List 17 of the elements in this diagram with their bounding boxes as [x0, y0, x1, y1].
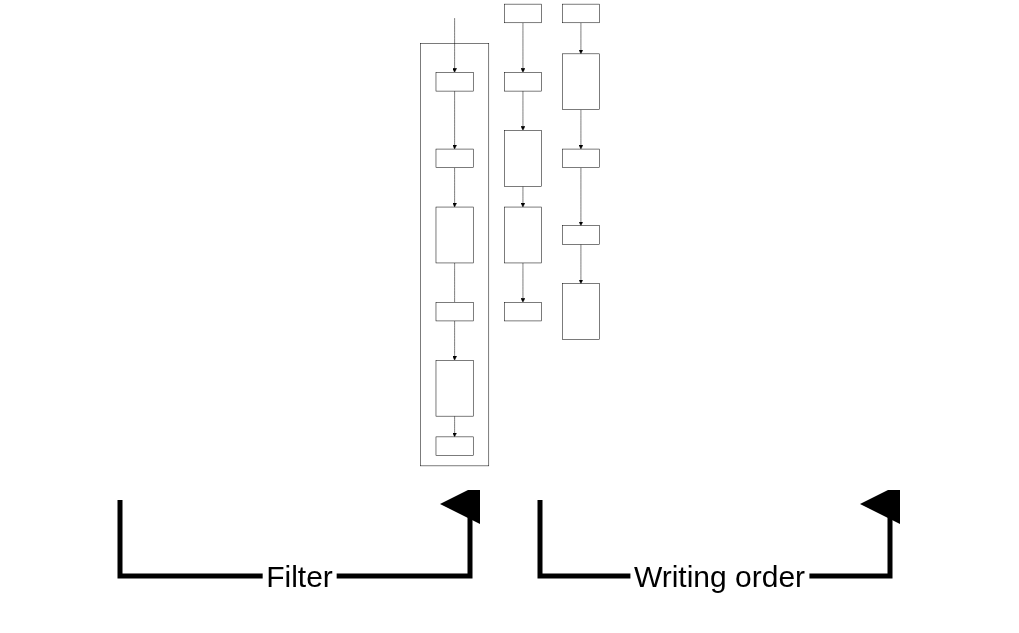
node-box [435, 302, 473, 322]
node-bar [435, 206, 473, 264]
node-bar [503, 130, 542, 187]
node-box [503, 302, 542, 322]
node-bar [503, 206, 542, 264]
node-box [561, 148, 600, 168]
node-box [435, 436, 473, 456]
node-box [561, 3, 600, 24]
node-box [435, 148, 473, 168]
node-bar [561, 283, 600, 340]
cluster [419, 43, 489, 467]
node-box [503, 72, 542, 92]
node-box [503, 3, 542, 24]
node-bar [561, 53, 600, 110]
node-bar [435, 360, 473, 417]
node-box [561, 225, 600, 245]
node-box [435, 72, 473, 92]
